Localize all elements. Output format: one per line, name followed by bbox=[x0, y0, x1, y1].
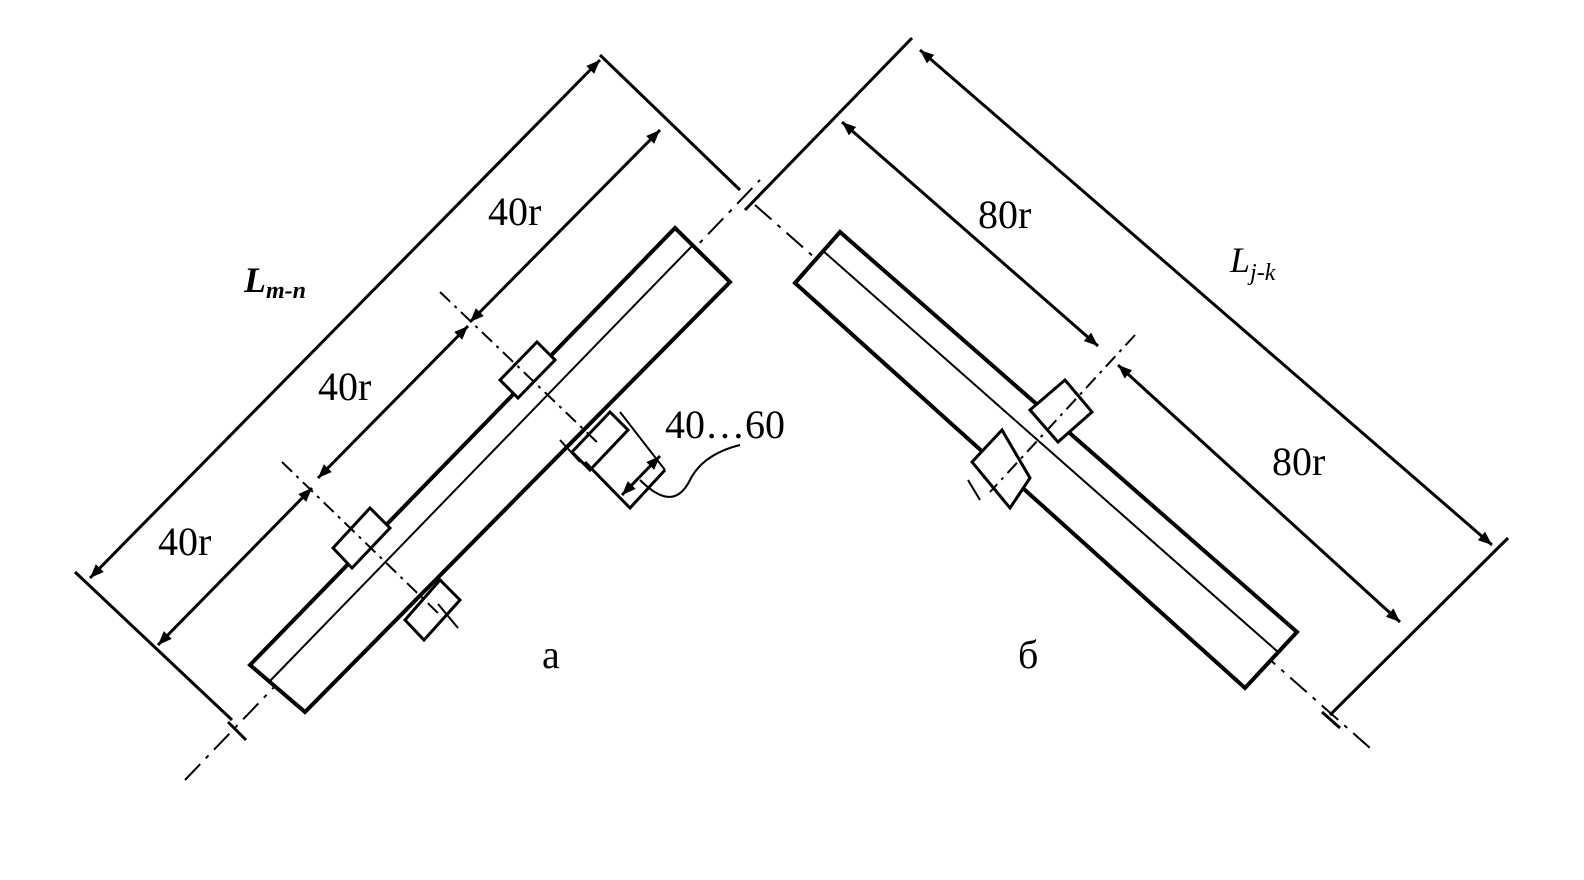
panel-b-axis-tick bbox=[1321, 710, 1341, 730]
panel-a-axis-tick bbox=[226, 720, 248, 742]
panel-b-label: б bbox=[1018, 632, 1038, 677]
panel-a-leader bbox=[639, 444, 741, 498]
panel-a-dim-offset bbox=[620, 454, 662, 497]
panel-b-ext-bottom bbox=[1328, 536, 1510, 717]
panel-a-length-label: Lm-n bbox=[243, 260, 306, 304]
panel-a-ext-bottom bbox=[73, 570, 234, 722]
panel-b-lug-stub bbox=[967, 479, 981, 501]
panel-a-dim-total bbox=[88, 58, 602, 580]
panel-b-ext-top bbox=[743, 36, 914, 212]
panel-a-dim-offset-label: 40…60 bbox=[665, 402, 785, 447]
panel-a-label: а bbox=[542, 632, 560, 677]
panel-a-dim-middle-label: 40r bbox=[318, 364, 371, 409]
panel-b-dim-upper-label: 80r bbox=[978, 192, 1031, 237]
panel-a-dim-upper bbox=[468, 128, 662, 324]
panel-a-lower-lug-stub bbox=[437, 603, 459, 629]
panel-a-ext-top bbox=[598, 53, 742, 192]
panel-b-dim-upper bbox=[841, 120, 1099, 348]
panel-b-length-label: Lj-k bbox=[1229, 240, 1276, 286]
panel-a-lower-lug bbox=[402, 577, 463, 643]
panel-b-dim-lower-label: 80r bbox=[1272, 439, 1325, 484]
panel-a-dim-middle bbox=[316, 324, 470, 480]
panel-a-dim-lower bbox=[156, 486, 314, 647]
panel-a-dim-lower-label: 40r bbox=[158, 519, 211, 564]
panel-a-probe-side bbox=[619, 411, 666, 471]
panel-a bbox=[73, 53, 761, 781]
panel-b-dim-lower bbox=[1116, 363, 1402, 624]
panel-b-electrode-inner-line bbox=[821, 249, 1279, 653]
panel-a-dim-upper-label: 40r bbox=[488, 189, 541, 234]
panel-b bbox=[743, 36, 1510, 749]
panel-a-probe bbox=[583, 460, 667, 511]
